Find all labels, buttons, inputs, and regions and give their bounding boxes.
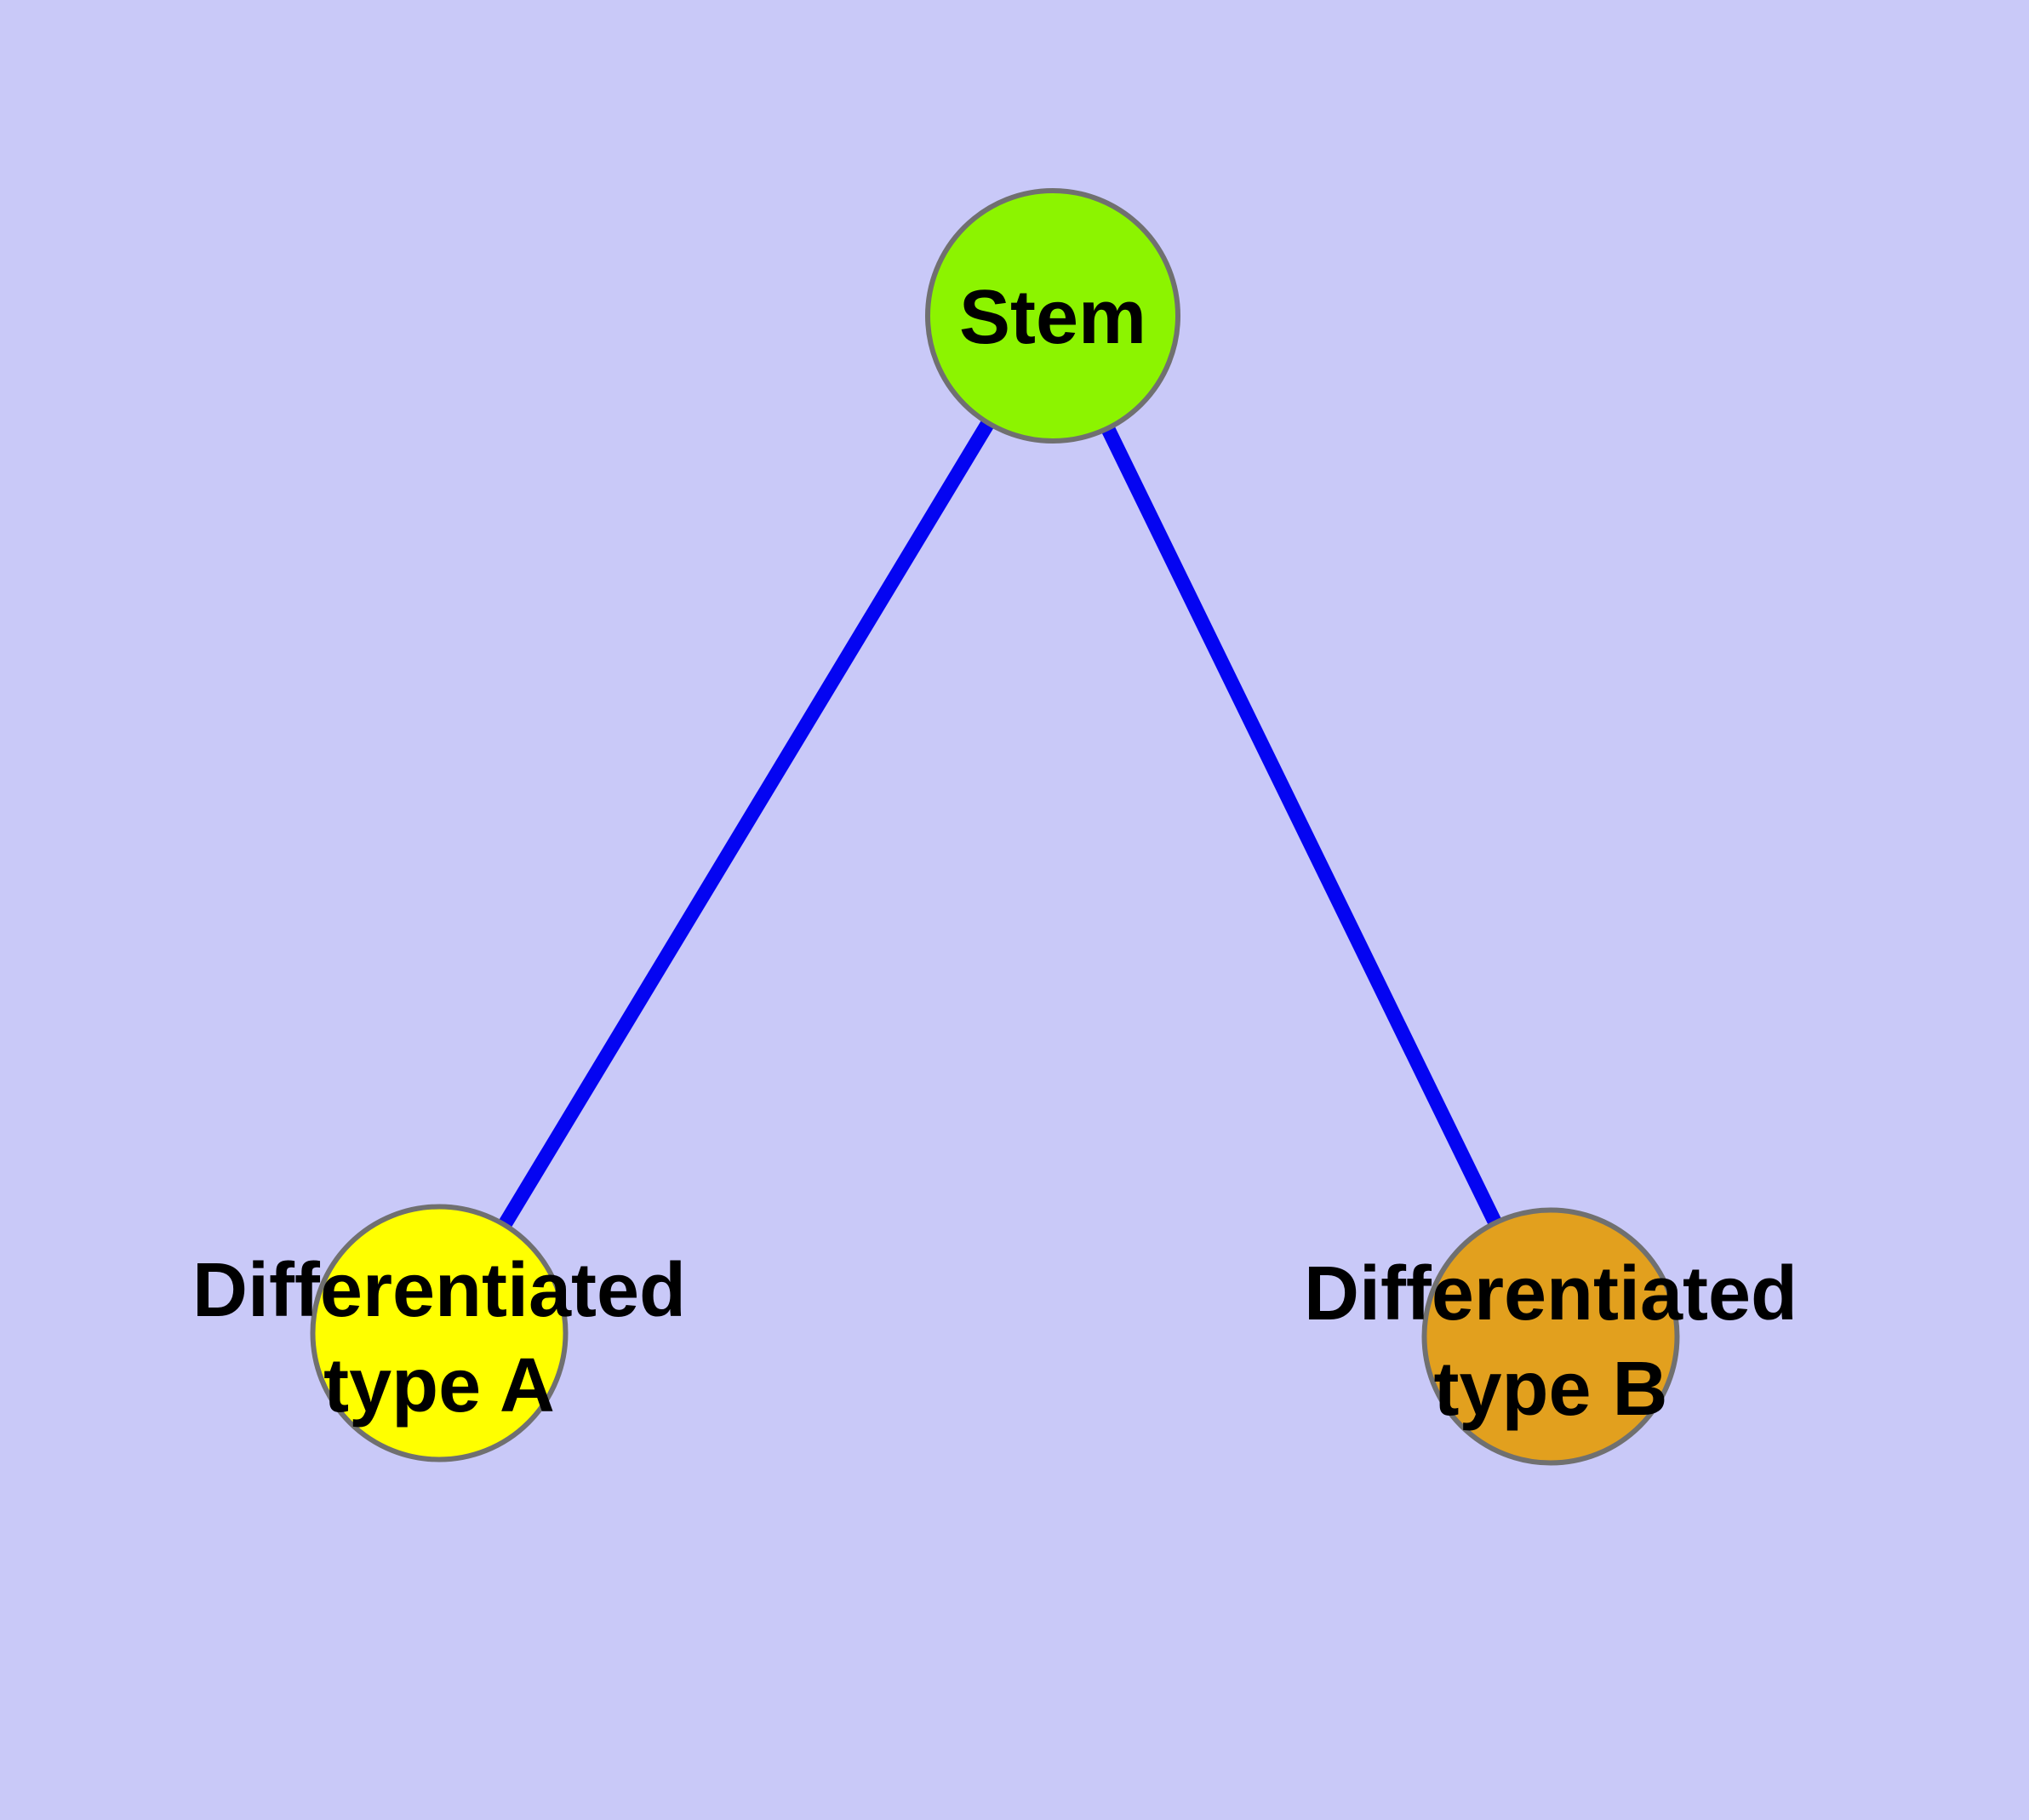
node-stem xyxy=(925,188,1180,444)
edge-stem-to-type-b xyxy=(1046,312,1557,1340)
node-differentiated-type-a xyxy=(310,1204,569,1462)
node-differentiated-type-b xyxy=(1421,1207,1680,1466)
edge-stem-to-type-a xyxy=(432,312,1060,1337)
